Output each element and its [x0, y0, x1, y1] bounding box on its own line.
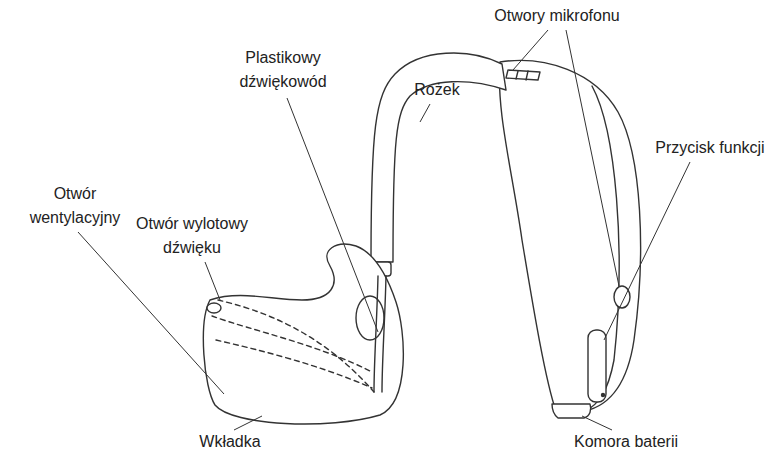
leader-line — [234, 416, 262, 430]
part-label: Rożek — [397, 78, 477, 102]
part-label: Wkładka — [185, 430, 275, 454]
battery-compartment — [552, 404, 591, 418]
button-dot — [602, 394, 605, 397]
ear-hook — [371, 53, 506, 262]
vent-channel — [216, 340, 372, 388]
leader-line — [205, 262, 220, 300]
sound-channel — [218, 300, 374, 392]
body-edge — [585, 86, 619, 411]
leader-line — [287, 98, 378, 332]
part-label: Otwór wentylacyjny — [18, 182, 133, 230]
leader-line — [566, 30, 619, 286]
leader-line — [78, 232, 224, 394]
function-button — [588, 330, 606, 402]
leader-line — [604, 162, 690, 340]
part-label: Plastikowy dźwiękowód — [221, 46, 346, 94]
earmold — [203, 244, 403, 424]
microphone-hole — [614, 286, 630, 308]
part-label: Otwory mikrofonu — [472, 4, 642, 28]
microphone-slot — [506, 70, 540, 80]
part-label: Komora baterii — [556, 430, 696, 454]
slot-divider — [526, 71, 528, 80]
leader-line — [420, 104, 430, 122]
plastic-tube — [382, 276, 386, 392]
part-label: Otwór wylotowy dźwięku — [122, 212, 262, 260]
plastic-tube — [374, 276, 378, 392]
part-label: Przycisk funkcji — [640, 136, 780, 160]
canal-tip — [207, 303, 221, 313]
leader-line — [582, 416, 612, 430]
device-body — [499, 60, 640, 411]
leader-line — [513, 30, 548, 70]
earmold-opening — [356, 296, 384, 340]
slot-divider — [516, 71, 518, 79]
